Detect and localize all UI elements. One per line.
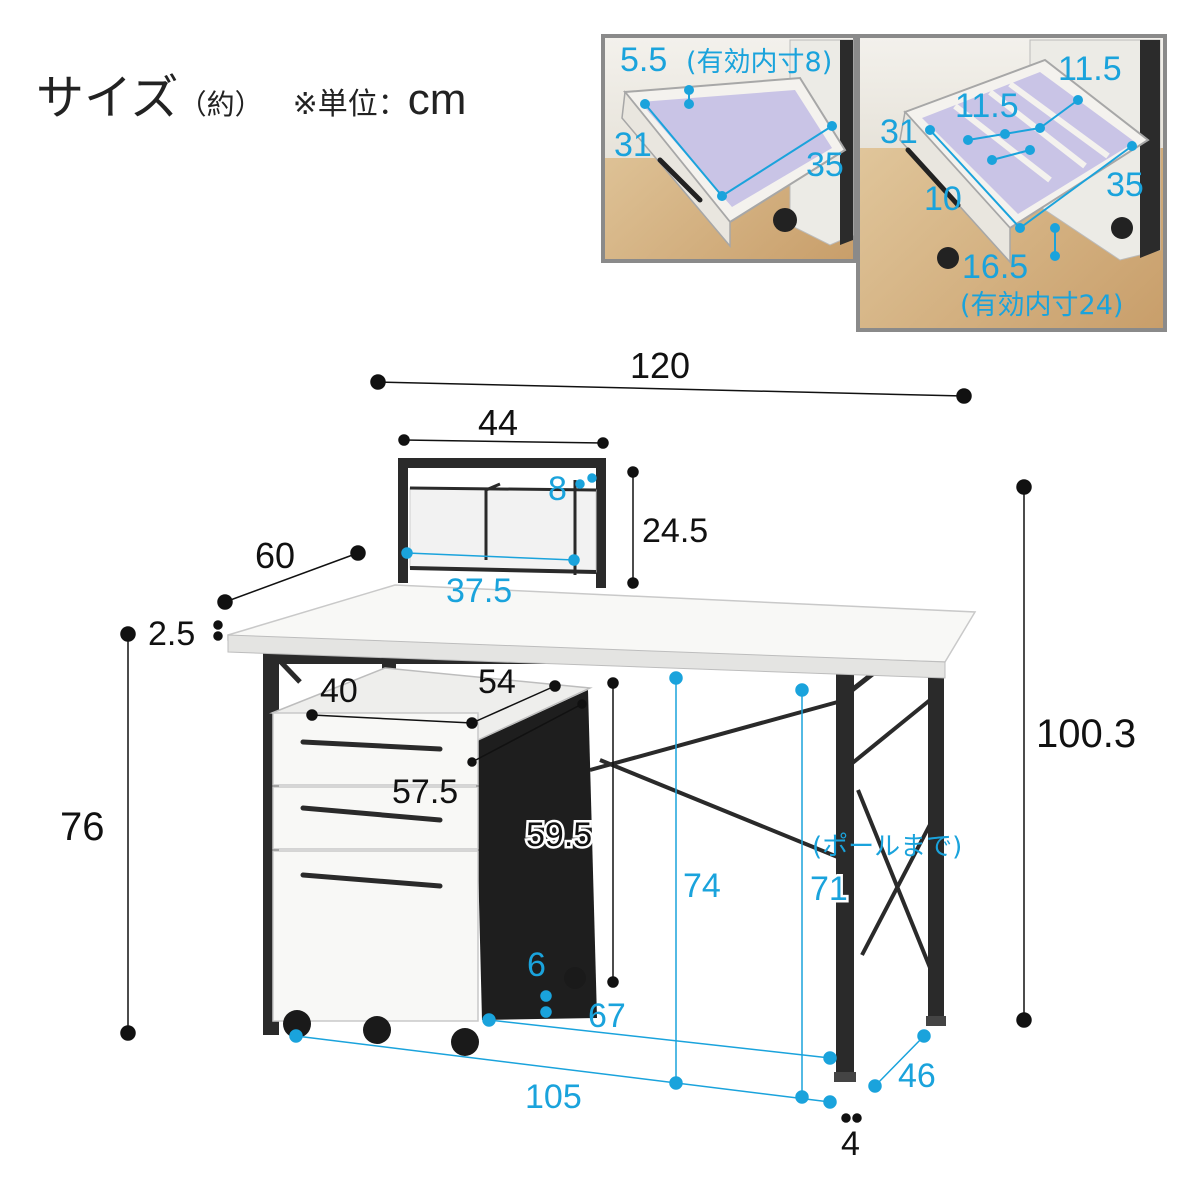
file-drawer-inside	[922, 72, 1135, 214]
side-cabinet	[269, 667, 597, 1056]
dim-caster-height: 6	[527, 946, 546, 984]
dim-shelf-slot: 8	[548, 470, 567, 508]
dim-shelf-inner-width: 37.5	[446, 572, 512, 610]
page-title: サイズ（約） ※単位：cm	[36, 58, 466, 128]
dim-shelf-width: 44	[478, 402, 518, 443]
dim-total-height: 100.3	[1036, 712, 1136, 756]
dim-top-thickness: 2.5	[148, 615, 195, 653]
inset2-divider-2: 11.5	[955, 87, 1019, 125]
caster	[564, 967, 586, 989]
cabinet-side	[475, 690, 597, 1020]
file-drawer-front	[899, 110, 1011, 264]
desktop-edge	[227, 634, 946, 679]
dim-cabinet-height: 59.5	[526, 816, 592, 854]
dim-desk-height: 76	[60, 805, 105, 849]
dim-shelf-height: 24.5	[642, 512, 708, 550]
inset2-depth-label: 16.5	[962, 248, 1028, 286]
desk-illustration	[227, 458, 977, 1082]
caster	[451, 1028, 479, 1056]
inset1-depth-note: (有効内寸8)	[686, 47, 832, 78]
dim-cabinet-width: 40	[320, 672, 358, 710]
dim-leg-depth: 46	[898, 1057, 936, 1095]
inset2-length: 35	[1106, 166, 1144, 204]
dim-knee-space: 67	[588, 997, 626, 1035]
caster	[283, 1010, 311, 1038]
drawer-handle	[657, 157, 703, 203]
inset1-depth-label: 5.5	[620, 41, 667, 79]
dim-leg-width: 4	[841, 1125, 860, 1163]
drawer-inside	[640, 90, 832, 207]
dim-pole-note: (ポールまで)	[812, 832, 962, 862]
caster	[1111, 217, 1133, 239]
dimension-labels: 120 44 8 24.5 60 2.5 37.5 76 100.3 40 54…	[60, 345, 1136, 1163]
leg	[928, 650, 944, 1020]
desk-cross-brace	[589, 698, 937, 981]
inset-cabinet-side	[840, 40, 853, 245]
inset2-divider-3: 10	[924, 180, 962, 218]
caster	[937, 247, 959, 269]
title-note: （約）	[178, 88, 263, 121]
inset-file-drawer: 11.5 11.5 31 10 35 16.5 (有効内寸24)	[856, 34, 1167, 332]
inset2-width: 31	[880, 113, 918, 151]
cabinet-drawer-1	[272, 712, 479, 786]
inset1-width: 31	[614, 126, 652, 164]
dim-inner-width: 105	[525, 1078, 582, 1116]
dimension-lines	[120, 374, 1032, 1123]
dim-width: 120	[630, 345, 690, 386]
title-text: サイズ	[36, 70, 179, 126]
cabinet-drawer-2	[272, 786, 479, 850]
leg	[836, 665, 854, 1075]
file-drawer-handle	[905, 147, 961, 208]
dim-cabinet-depth-total: 57.5	[392, 773, 458, 811]
dim-cabinet-depth: 54	[478, 663, 516, 701]
dim-depth: 60	[255, 535, 295, 576]
unit-value: cm	[407, 75, 467, 124]
caster	[363, 1016, 391, 1044]
unit-label: ※単位：	[292, 87, 408, 122]
inset2-depth-note: (有効内寸24)	[960, 290, 1123, 321]
inset2-divider-1: 11.5	[1058, 50, 1122, 88]
drawer-front	[621, 90, 731, 249]
dim-under-pole-height: 71	[810, 870, 848, 908]
inset1-length: 35	[806, 146, 844, 184]
caster	[773, 208, 797, 232]
inset2-cabinet-side	[1140, 40, 1160, 258]
top-shelf	[398, 458, 606, 588]
dim-under-desk-height: 74	[683, 867, 721, 905]
inset-top-drawer: 5.5 (有効内寸8) 31 35	[601, 34, 857, 263]
